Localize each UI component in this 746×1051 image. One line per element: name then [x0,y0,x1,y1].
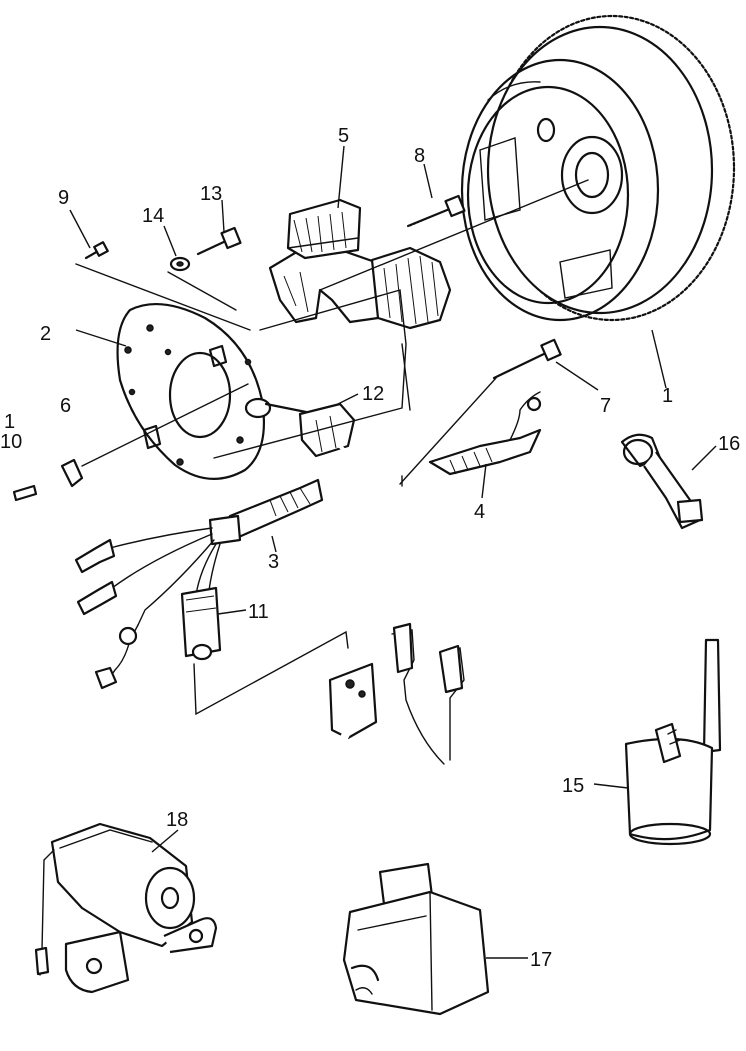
callout-pulser-coil: 4 [474,501,485,523]
callout-washer-14: 14 [142,205,164,227]
screw-9 [84,241,109,260]
stator-plate [116,302,266,480]
cdi-unit [328,622,490,1016]
callout-clamp-10: 10 [0,431,22,453]
callout-starter-relay: 18 [166,809,188,831]
lighting-coil [244,397,356,458]
screw-8 [406,194,466,228]
callout-clamp-1: 1 [4,411,15,433]
washer-14 [169,256,191,272]
callout-lighting-coil-12: 12 [362,383,384,405]
ignition-coil [624,638,722,846]
callout-charge-coil: 5 [338,125,349,147]
pulser-coil [428,391,542,476]
screw-13 [196,226,242,256]
plug-cap [620,433,721,666]
callout-labels: 1 2 3 4 5 6 7 8 9 1 10 11 12 13 14 15 16… [0,125,740,971]
callout-stator-plate: 2 [40,323,51,345]
leader-lines [69,145,717,959]
wire-harness [74,444,357,690]
callout-plate-6: 6 [60,395,71,417]
connector-11 [180,586,222,661]
callout-screw-8: 8 [414,145,425,167]
callout-screw-9: 9 [58,187,69,209]
callout-cdi-unit: 17 [530,949,552,971]
callout-wire-harness: 3 [268,551,279,573]
callout-screw-7: 7 [600,395,611,417]
flywheel [460,14,736,322]
screw-7 [492,338,562,380]
callout-plug-cap: 16 [718,433,740,455]
callout-connector-11: 11 [248,601,269,623]
callout-screw-13: 13 [200,183,222,205]
callout-flywheel: 1 [662,385,673,407]
charge-coil [268,198,452,330]
starter-relay [34,822,218,994]
clamp-10 [12,458,84,502]
callout-ignition-coil: 15 [562,775,584,797]
